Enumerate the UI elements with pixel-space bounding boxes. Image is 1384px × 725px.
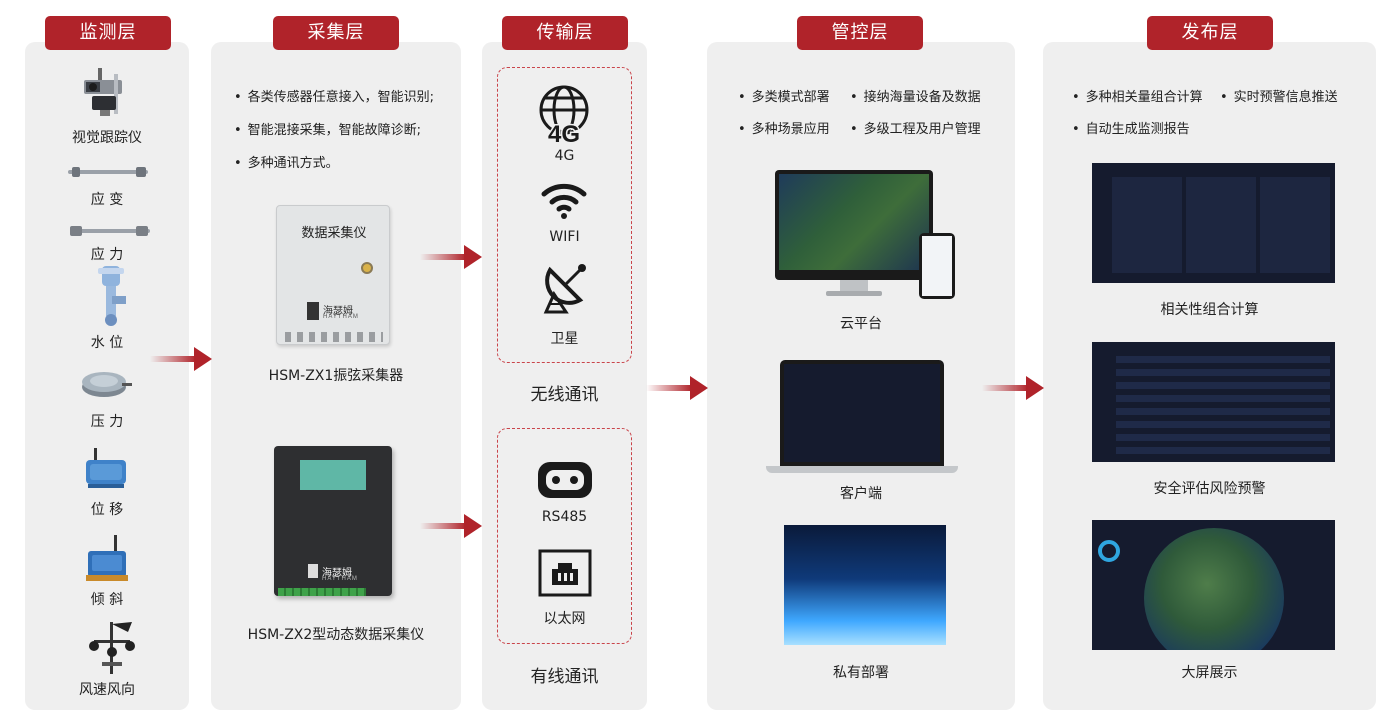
control-bullet-4: 多级工程及用户管理 bbox=[850, 118, 981, 137]
globe-4g-icon: 4G bbox=[539, 85, 589, 146]
wired-group bbox=[497, 428, 632, 644]
displacement-sensor-icon bbox=[86, 448, 126, 488]
cloud-platform-monitor-base bbox=[826, 291, 882, 296]
device1-connectors bbox=[285, 332, 383, 342]
device1-logo-icon bbox=[307, 302, 319, 320]
sensor-label-tilt: 倾 斜 bbox=[90, 592, 124, 608]
arrow-control-to-publish bbox=[982, 376, 1044, 400]
arrow-transport-to-control bbox=[646, 376, 708, 400]
correlation-calc-screenshot bbox=[1092, 163, 1335, 283]
safety-assessment-screenshot bbox=[1092, 342, 1335, 462]
wired-caption: 有线通讯 bbox=[530, 667, 599, 687]
sensor-label-stress: 应 力 bbox=[90, 247, 124, 263]
strain-gauge-icon bbox=[68, 167, 148, 177]
transport-layer-panel bbox=[482, 42, 647, 710]
device1-name: HSM-ZX1振弦采集器 bbox=[268, 368, 404, 384]
control-bullet-2: 接纳海量设备及数据 bbox=[850, 86, 981, 105]
output-safety-warning: 安全评估风险预警 bbox=[1153, 481, 1266, 497]
sensor-label-pressure: 压 力 bbox=[90, 414, 124, 430]
private-server-room-image bbox=[784, 525, 946, 645]
wired-item-ethernet: 以太网 bbox=[543, 611, 586, 627]
sensor-label-wind: 风速风向 bbox=[79, 682, 135, 698]
client-laptop-screen bbox=[780, 360, 944, 466]
device1-brand: 海瑟姆 bbox=[323, 306, 353, 317]
device2-brand: 海瑟姆 bbox=[322, 568, 352, 579]
control-bullet-1: 多类模式部署 bbox=[738, 86, 830, 105]
client-laptop-base bbox=[766, 466, 958, 473]
cloud-platform-phone bbox=[919, 233, 955, 299]
water-level-sensor-icon bbox=[98, 266, 126, 326]
transport-layer-title: 传输层 bbox=[502, 16, 628, 50]
output-big-screen: 大屏展示 bbox=[1181, 665, 1238, 681]
globe-badge-text: 4G bbox=[548, 121, 580, 146]
sensor-label-visual-tracker: 视觉跟踪仪 bbox=[72, 130, 142, 146]
publish-bullet-1: 多种相关量组合计算 bbox=[1072, 86, 1203, 105]
device2-terminal-block bbox=[278, 588, 366, 596]
arrow-collect-to-wired bbox=[420, 514, 482, 538]
deployment-private: 私有部署 bbox=[833, 665, 889, 681]
device2-display bbox=[300, 460, 366, 490]
publish-layer-title: 发布层 bbox=[1147, 16, 1273, 50]
stress-gauge-icon bbox=[70, 226, 150, 236]
monitor-layer-title: 监测层 bbox=[45, 16, 171, 50]
wireless-group bbox=[497, 67, 632, 363]
visual-tracker-icon bbox=[84, 68, 122, 116]
device1-panel-text: 数据采集仪 bbox=[301, 226, 367, 241]
device2-name: HSM-ZX2型动态数据采集仪 bbox=[247, 627, 425, 643]
wifi-icon bbox=[541, 183, 587, 219]
pressure-cell-icon bbox=[82, 372, 132, 397]
publish-bullet-2: 实时预警信息推送 bbox=[1220, 86, 1338, 105]
sensor-label-water-level: 水 位 bbox=[90, 335, 124, 351]
rs485-port-icon bbox=[538, 462, 592, 498]
cloud-platform-monitor-stand bbox=[840, 280, 868, 292]
anemometer-icon bbox=[89, 622, 135, 674]
collect-bullet-2: 智能混接采集，智能故障诊断; bbox=[234, 119, 421, 138]
vibrating-wire-collector-device: 数据采集仪 海瑟姆 HAYTHAM bbox=[276, 205, 390, 345]
publish-bullet-3: 自动生成监测报告 bbox=[1072, 118, 1190, 137]
sensor-label-strain: 应 变 bbox=[90, 192, 124, 208]
wireless-item-4g: 4G bbox=[554, 148, 575, 164]
big-screen-display-screenshot bbox=[1092, 520, 1335, 650]
deployment-cloud: 云平台 bbox=[840, 316, 882, 332]
deployment-client: 客户端 bbox=[840, 486, 882, 502]
collect-layer-title: 采集层 bbox=[273, 16, 399, 50]
control-layer-title: 管控层 bbox=[797, 16, 923, 50]
sensor-label-displacement: 位 移 bbox=[90, 502, 124, 518]
wired-item-rs485: RS485 bbox=[541, 509, 588, 525]
wireless-item-wifi: WIFI bbox=[549, 229, 580, 245]
arrow-collect-to-wireless bbox=[420, 245, 482, 269]
ethernet-port-icon bbox=[538, 549, 592, 597]
dynamic-data-collector-device: 海瑟姆 HAYTHAM bbox=[274, 446, 392, 596]
collect-bullet-1: 各类传感器任意接入，智能识别; bbox=[234, 86, 434, 105]
device2-brand-en: HAYTHAM bbox=[322, 576, 358, 582]
collect-bullet-3: 多种通讯方式。 bbox=[234, 152, 339, 171]
tilt-sensor-icon bbox=[86, 535, 128, 581]
cloud-platform-monitor bbox=[775, 170, 933, 280]
arrow-monitor-to-collect bbox=[150, 347, 212, 371]
wireless-caption: 无线通讯 bbox=[530, 385, 599, 405]
wireless-item-satellite: 卫星 bbox=[550, 331, 579, 347]
output-correlation: 相关性组合计算 bbox=[1160, 302, 1259, 318]
device2-logo-icon bbox=[308, 564, 318, 578]
control-bullet-3: 多种场景应用 bbox=[738, 118, 830, 137]
device1-knob-icon bbox=[361, 262, 373, 274]
satellite-dish-icon bbox=[543, 264, 586, 314]
device1-brand-en: HAYTHAM bbox=[323, 314, 359, 320]
